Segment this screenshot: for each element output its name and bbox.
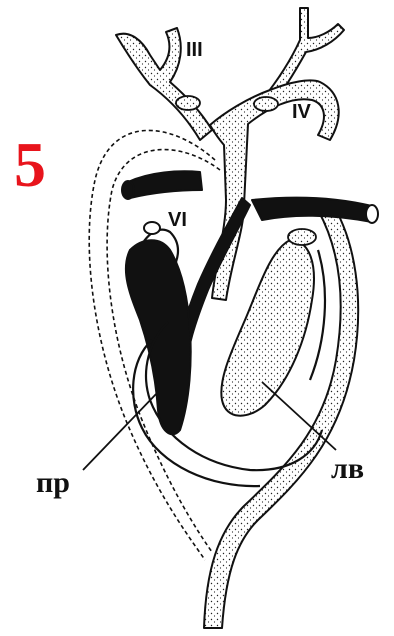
figure-number: 5 bbox=[14, 129, 46, 200]
valve-detail bbox=[144, 222, 160, 234]
label-arch-vi: VI bbox=[168, 209, 187, 231]
label-arch-iii: III bbox=[186, 39, 203, 61]
label-right-side: пр bbox=[36, 466, 70, 499]
label-left-side: лв bbox=[331, 452, 364, 485]
label-arch-iv: IV bbox=[292, 101, 312, 123]
